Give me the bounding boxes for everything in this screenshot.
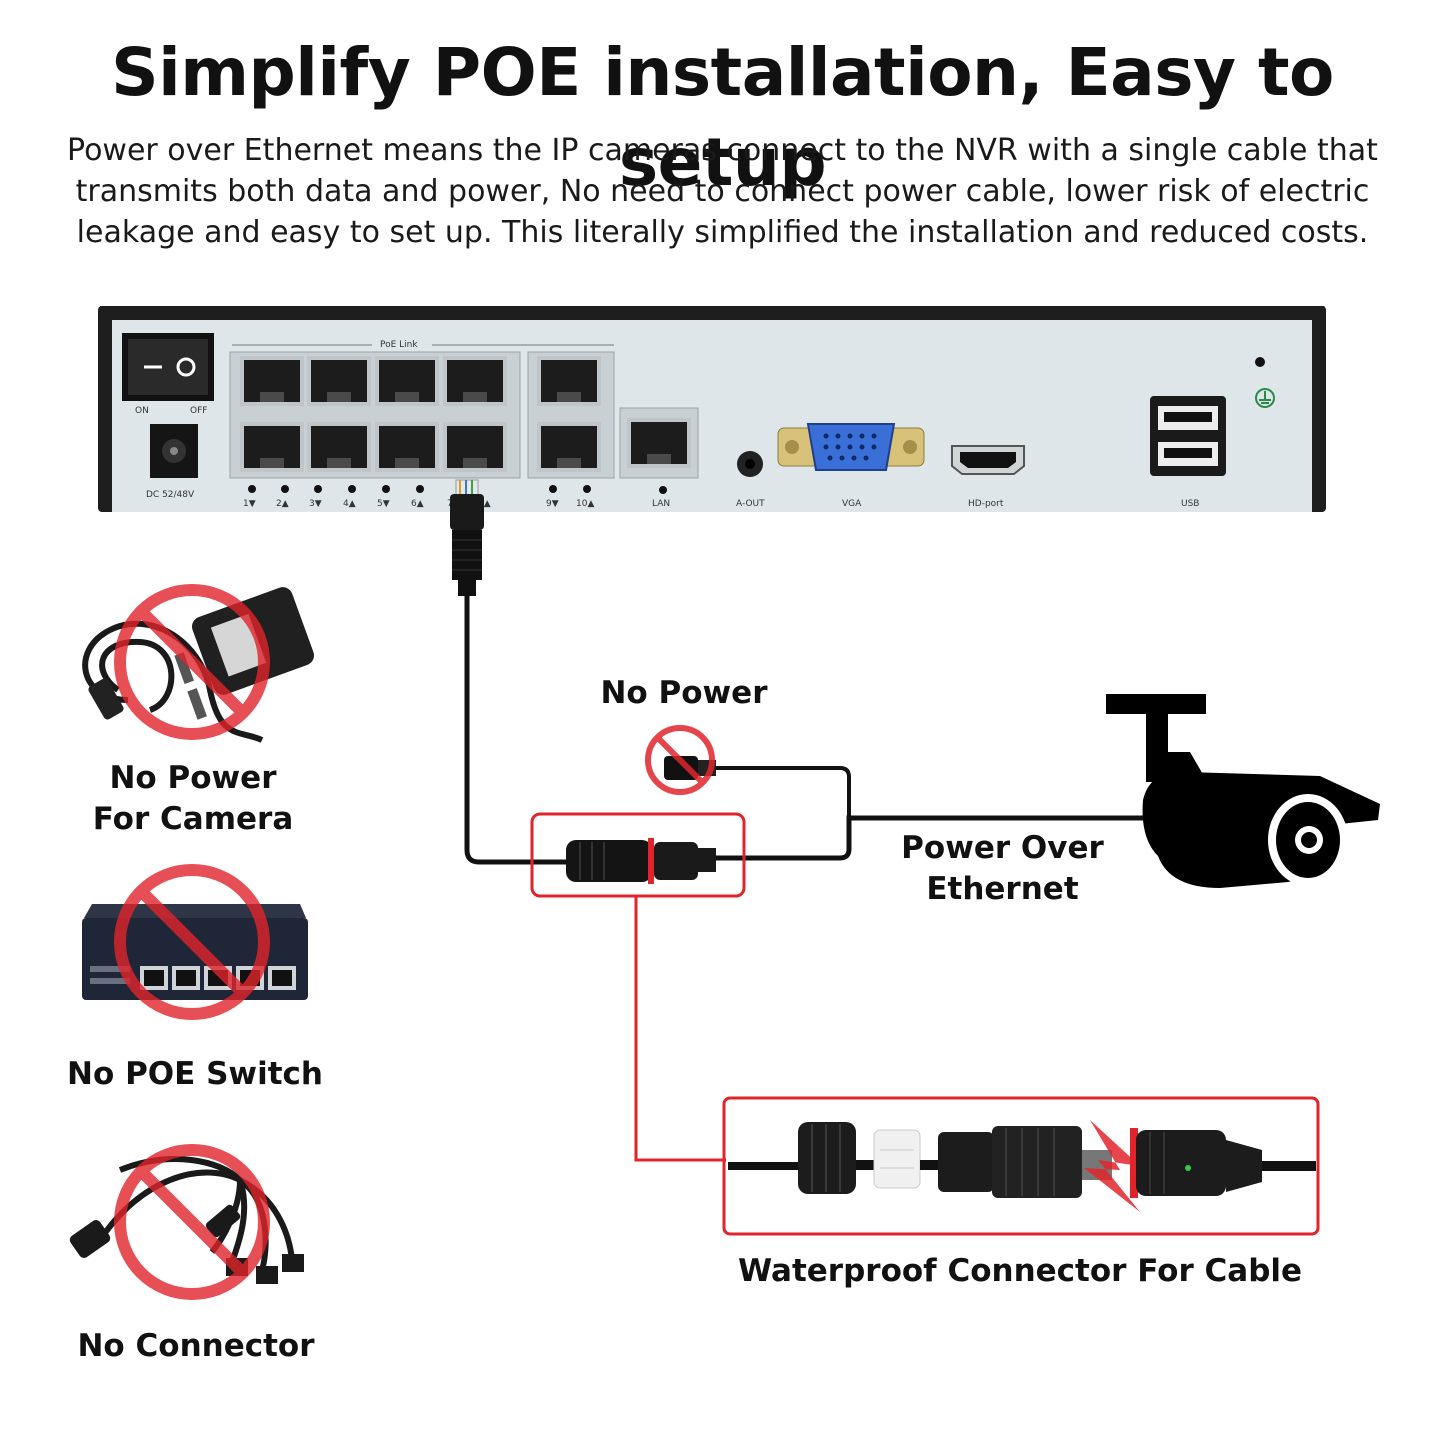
prohibited-icon <box>114 1144 270 1300</box>
page-title: Simplify POE installation, Easy to setup <box>111 34 1334 201</box>
waterproof-connector-label: Waterproof Connector For Cable <box>737 1253 1303 1289</box>
poe-port-3 <box>375 356 439 406</box>
no-power-label: No Power <box>600 675 768 711</box>
callout-line <box>634 896 726 1162</box>
waterproof-connector <box>728 1120 1316 1212</box>
poe-port-7 <box>375 422 439 472</box>
nvr-recorder: ON OFF DC 52/48V PoE Link 1▼ 2▲ 3▼ 4▲ 5▼… <box>98 306 1326 512</box>
port-label: 10▲ <box>576 499 594 509</box>
vga-label: VGA <box>842 499 862 509</box>
label-line: Ethernet <box>926 871 1079 907</box>
power-lead <box>716 766 851 820</box>
poe-port-5 <box>240 422 304 472</box>
poe-port-6 <box>307 422 371 472</box>
usb-label: USB <box>1181 499 1199 509</box>
port-label: 5▼ <box>377 499 390 509</box>
bullet-camera-icon <box>1106 694 1380 888</box>
label-line: No Power <box>109 760 277 796</box>
no-connector-label: No Connector <box>77 1328 315 1364</box>
description: Power over Ethernet means the IP cameras… <box>40 130 1405 253</box>
port-label: 3▼ <box>309 499 322 509</box>
switch-on-label: ON <box>135 406 149 416</box>
power-over-ethernet-label: Power Over Ethernet <box>880 828 1125 910</box>
switch-off-label: OFF <box>190 406 207 416</box>
poe-port-2 <box>307 356 371 406</box>
ground-icon <box>1255 388 1275 408</box>
prohibited-icon <box>645 725 715 795</box>
port-label: 2▲ <box>276 499 289 509</box>
rj45-plug-icon <box>450 479 484 596</box>
status-led <box>1255 357 1265 367</box>
poe-port-1 <box>240 356 304 406</box>
description-line: leakage and easy to set up. This literal… <box>76 215 1369 250</box>
hdmi-label: HD-port <box>968 499 1004 509</box>
usb-ports <box>1150 396 1226 476</box>
poe-port-10 <box>537 422 601 472</box>
poe-port-4 <box>443 356 507 406</box>
description-line: Power over Ethernet means the IP cameras… <box>67 133 1378 168</box>
poe-port-8 <box>443 422 507 472</box>
no-power-camera-label: No Power For Camera <box>60 758 326 840</box>
no-poe-switch-label: No POE Switch <box>67 1056 323 1092</box>
port-label: 1▼ <box>243 499 256 509</box>
connector-highlight-box <box>530 812 746 898</box>
audio-out-label: A-OUT <box>736 499 765 509</box>
hdmi-port <box>951 445 1025 475</box>
ethernet-cable <box>464 596 574 865</box>
port-label: 8▲ <box>478 499 491 509</box>
waterproof-highlight-box <box>722 1096 1320 1236</box>
port-label: 4▲ <box>343 499 356 509</box>
prohibited-icon <box>114 584 270 740</box>
lan-port <box>627 418 691 468</box>
poe-link-label: PoE Link <box>380 340 418 350</box>
prohibited-icon <box>114 864 270 1020</box>
port-label: 9▼ <box>546 499 559 509</box>
dc-label: DC 52/48V <box>146 490 195 500</box>
poe-port-9 <box>537 356 601 406</box>
vga-port <box>777 423 925 471</box>
port-label: 6▲ <box>411 499 424 509</box>
label-line: For Camera <box>92 801 294 837</box>
inline-connector <box>566 838 716 884</box>
description-line: transmits both data and power, No need t… <box>75 174 1370 209</box>
label-line: Power Over <box>901 830 1104 866</box>
lan-label: LAN <box>652 499 670 509</box>
camera-cable <box>716 815 1150 861</box>
